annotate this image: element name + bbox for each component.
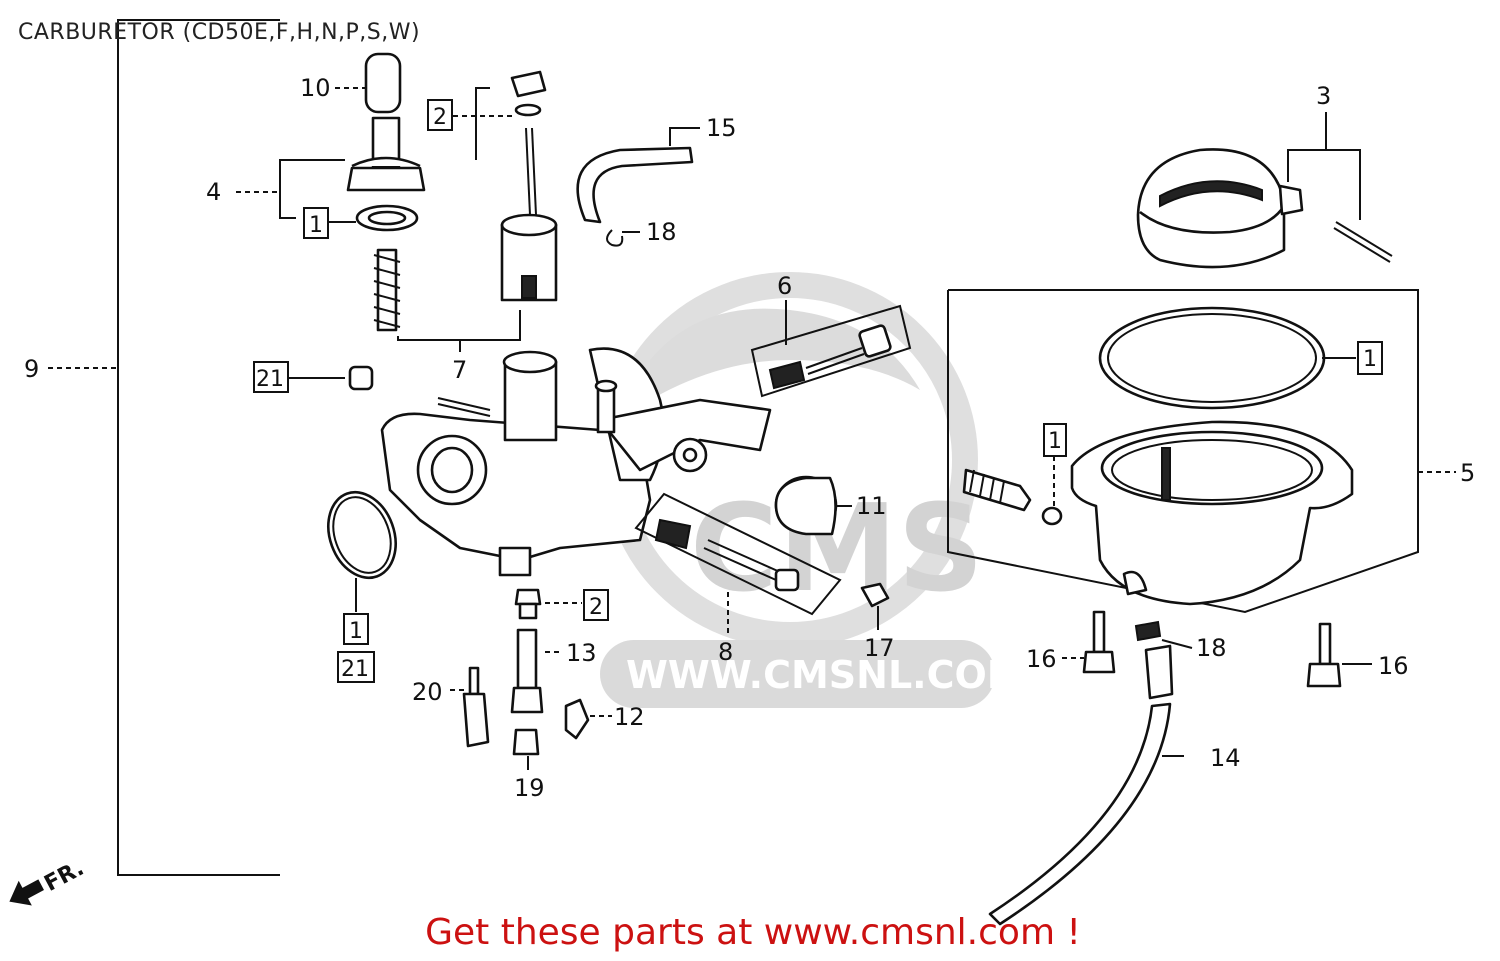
carburetor-body [380,347,772,577]
part-2-main-jet: 2 [514,588,609,621]
callout-3: 3 [1316,82,1331,110]
callout-15: 15 [706,114,737,142]
part-19-jet: 19 [512,728,545,802]
callout-6: 6 [777,272,792,300]
front-direction-indicator: FR. [9,856,88,906]
part-8-stop-screw: 8 [634,492,842,666]
part-16-screw-right: 16 [1306,622,1409,688]
part-17-screw: 17 [860,582,895,662]
callout-1-box-c: 1 [1363,347,1377,372]
callout-7: 7 [452,356,467,384]
callout-21-box-b: 21 [341,657,369,682]
callout-9-bracket: 9 [24,19,280,876]
callout-1-box-d: 1 [1048,429,1062,454]
part-5-float-chamber: 5 1 1 [947,289,1475,614]
callout-18-lower: 18 [1196,634,1227,662]
callout-14: 14 [1210,744,1241,772]
callout-12: 12 [614,703,645,731]
part-6-air-screw: 6 [750,272,912,398]
callout-8: 8 [718,638,733,666]
part-15-tube: 15 [576,114,737,224]
part-14-drain-tube: 14 [988,644,1241,926]
part-18-clip-lower: 18 [1134,620,1227,662]
part-10-jet-tube: 10 [300,52,402,114]
part-2-needle-clip-top: 2 [427,70,547,216]
callout-16-right: 16 [1378,652,1409,680]
callout-4: 4 [206,178,221,206]
cms-watermark: CMS WWW.CMSNL.COM [600,272,1025,708]
part-20-starter-plunger: 20 [412,666,490,748]
part-3-cover: 3 [1136,82,1393,269]
footer-link-text[interactable]: Get these parts at www.cmsnl.com ! [425,912,1081,953]
callout-2-box-b: 2 [589,595,603,620]
callout-13: 13 [566,639,597,667]
part-21-upper: 21 [253,361,374,393]
callout-17: 17 [864,634,895,662]
part-4-top-cap: 4 1 [206,116,426,332]
callout-11: 11 [856,492,887,520]
watermark-url-text: WWW.CMSNL.COM [626,653,1025,697]
part-13-needle-jet: 13 [510,628,597,714]
callout-2-box-a: 2 [433,105,447,130]
part-16-screw-left: 16 [1026,610,1116,674]
callout-18-upper: 18 [646,218,677,246]
footer-banner[interactable]: Get these parts at www.cmsnl.com ! [0,912,1500,953]
callout-16-left: 16 [1026,645,1057,673]
part-18-clip-upper: 18 [606,218,677,247]
callout-20: 20 [412,678,443,706]
callout-1-box-a: 1 [309,213,323,238]
front-label: FR. [40,856,88,897]
part-12-pilot-jet: 12 [564,698,645,740]
callout-5: 5 [1460,459,1475,487]
callout-1-box-b: 1 [349,619,363,644]
callout-9: 9 [24,355,39,383]
part-11-float: 11 [774,475,887,536]
callout-21-box-a: 21 [256,367,284,392]
callout-19: 19 [514,774,545,802]
o-ring-left: 1 21 [327,490,397,683]
callout-10: 10 [300,74,331,102]
diagram-title: CARBURETOR (CD50E,F,H,N,P,S,W) [18,20,421,45]
part-7-throttle-valve: 7 [397,213,558,384]
